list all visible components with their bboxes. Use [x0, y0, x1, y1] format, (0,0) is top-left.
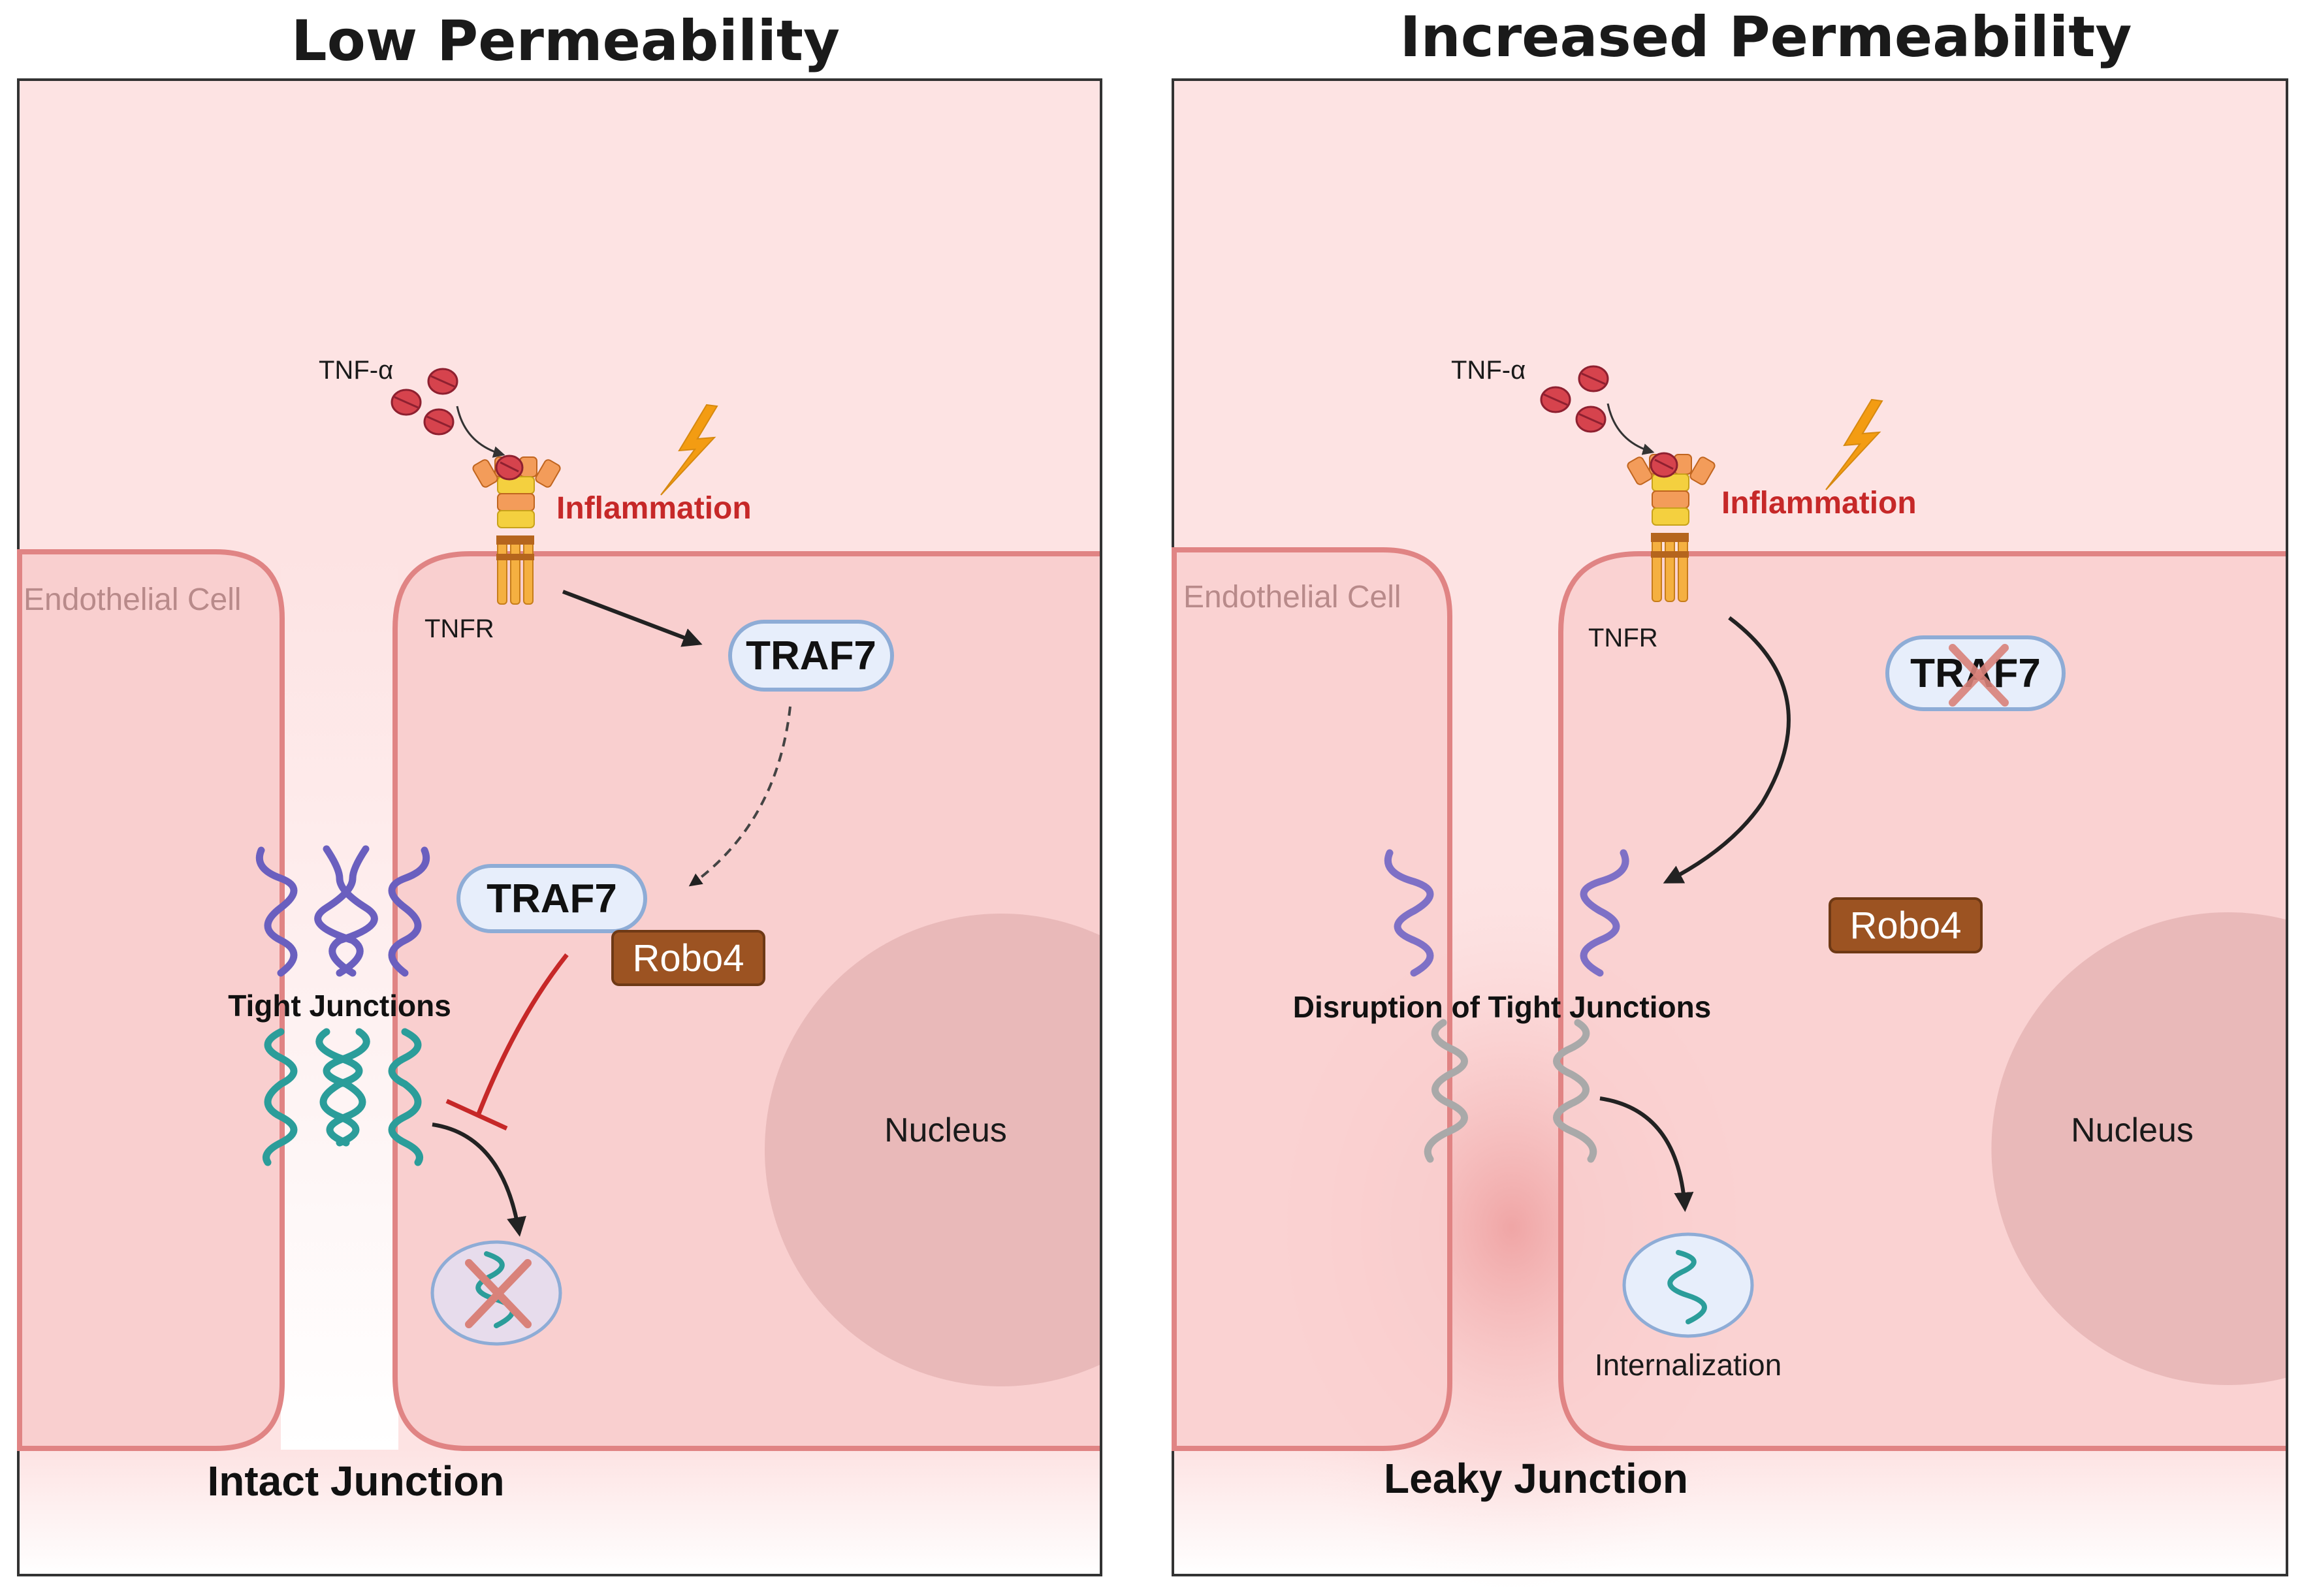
activation-arrow: [562, 590, 703, 647]
binding-arrow: [456, 406, 505, 458]
inflammation-label: Inflammation: [1721, 486, 1917, 520]
internalized-vesicle: [1622, 1232, 1754, 1338]
left-endothelial-cell: [1172, 547, 1452, 1451]
disrupted-junction-strands: [1384, 849, 1629, 1163]
panel-title: Increased Permeability: [1400, 5, 2132, 70]
inhibition-bar: [445, 1098, 508, 1131]
tight-junction-strands: [255, 845, 430, 1166]
tnfr-receptor: [472, 455, 561, 605]
lightning-icon: [1825, 398, 1883, 490]
internalization-arrow: [1599, 1096, 1694, 1212]
tnf-alpha-molecules: [391, 368, 458, 436]
panel-bottom-fade: [18, 1450, 1101, 1575]
junction-disruption-label: Disruption of Tight Junctions: [1293, 990, 1712, 1024]
robo4-label: Robo4: [633, 937, 744, 980]
traf7-pill: [728, 620, 894, 692]
panel-low-permeability: Low Permeability Endothelial Cell Nucleu…: [17, 8, 1102, 1576]
nucleus: [764, 914, 1100, 1386]
tnfr-label: TNFR: [1588, 624, 1658, 652]
tnf-alpha-molecules: [1540, 365, 1609, 433]
panel-title: Low Permeability: [291, 8, 840, 74]
traf7-label: TRAF7: [487, 876, 617, 921]
left-endothelial-cell: [17, 549, 285, 1451]
tnf-alpha-label: TNF-α: [319, 356, 393, 385]
inhibition-line: [475, 953, 569, 1117]
cell-label: Endothelial Cell: [1183, 580, 1401, 614]
traf7-label: TRAF7: [746, 633, 876, 678]
tnfr-receptor: [1627, 452, 1716, 602]
binding-arrow: [1607, 403, 1655, 455]
inflammation-label: Inflammation: [556, 491, 752, 526]
internalization-label: Internalization: [1595, 1348, 1782, 1382]
robo4-label: Robo4: [1850, 904, 1962, 947]
traf7-pill: [456, 864, 647, 933]
tight-junctions-label: Tight Junctions: [228, 989, 451, 1023]
panel-increased-permeability: Increased Permeability Endothelial Cell …: [1172, 5, 2288, 1593]
intercellular-gap: [281, 555, 398, 1450]
internalization-arrow: [432, 1123, 526, 1237]
nucleus: [1991, 912, 2286, 1386]
nucleus-label: Nucleus: [884, 1111, 1007, 1149]
knockout-cross-icon: [1949, 644, 2009, 707]
cell-label: Endothelial Cell: [24, 583, 242, 617]
robo4-box: [1829, 897, 1983, 953]
tnfr-label: TNFR: [424, 614, 494, 643]
tnf-alpha-label: TNF-α: [1451, 356, 1526, 385]
blocked-vesicle: [430, 1240, 562, 1346]
robo4-box: [611, 930, 765, 986]
disruption-arrow: [1663, 616, 1791, 884]
nucleus-label: Nucleus: [2071, 1111, 2194, 1149]
lightning-icon: [660, 404, 718, 496]
bottom-label: Leaky Junction: [1384, 1455, 1688, 1502]
bottom-label: Intact Junction: [207, 1458, 504, 1505]
